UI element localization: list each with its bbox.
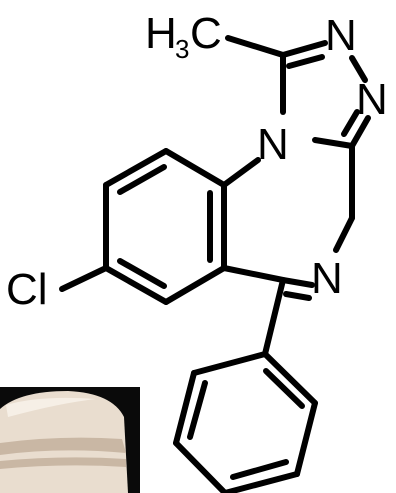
- bond-chlorine: [59, 265, 109, 292]
- bond-b5-b6-inner: [117, 164, 167, 195]
- cap-illustration: [0, 387, 140, 493]
- bond-b5-b6: [103, 148, 169, 188]
- bond-n-right-c3: [349, 115, 371, 149]
- bond-n-right-c3-double: [341, 109, 360, 137]
- bond-p2-p3: [294, 400, 318, 477]
- methyl-h-label: H: [145, 9, 177, 58]
- cap-ring: [0, 457, 126, 469]
- bond-c6-phenyl: [262, 277, 286, 357]
- bond-p1-p2: [262, 351, 318, 406]
- bond-benzo-n-bridge: [221, 157, 261, 188]
- diazepine-ring: [221, 143, 355, 301]
- cap-shadow: [0, 437, 126, 455]
- methyl-subscript-label: 3: [175, 34, 189, 64]
- bond-b3-b4: [103, 265, 169, 305]
- chlorine-label: Cl: [6, 265, 48, 314]
- bond-p3-p4-inner: [230, 459, 289, 480]
- cap-highlight: [6, 397, 96, 417]
- bond-n-imine-c6-double: [283, 291, 312, 301]
- bond-b2-b3: [163, 265, 227, 305]
- bond-p6-p1: [191, 351, 268, 376]
- bond-n-top-n-right: [349, 55, 368, 83]
- bond-p5-p6: [173, 370, 197, 446]
- nitrogen-imine-label: N: [311, 254, 343, 303]
- bond-c1-n-top: [280, 40, 328, 58]
- nitrogen-right-label: N: [356, 75, 388, 124]
- bond-p5-p6-inner: [187, 380, 208, 440]
- fused-benzene-ring: [103, 148, 227, 305]
- bond-methyl: [225, 35, 286, 58]
- bond-c1-n-top-double: [286, 54, 325, 69]
- bond-p1-p2-inner: [263, 368, 305, 409]
- nitrogen-bridge-label: N: [257, 120, 289, 169]
- bond-p4-p5: [173, 440, 228, 493]
- bond-p3-p4: [222, 471, 300, 493]
- triazole-ring: [280, 40, 371, 149]
- pill-cap-photo: [0, 387, 140, 493]
- nitrogen-top-label: N: [325, 11, 357, 60]
- bond-ch2-n-imine: [333, 215, 355, 253]
- bond-c3-n-bridge: [312, 137, 355, 149]
- phenyl-ring: [173, 351, 318, 493]
- bond-c6-benzo: [221, 265, 286, 283]
- bond-n-imine-c6: [280, 277, 315, 288]
- bond-b6-b1: [163, 148, 227, 188]
- methyl-c-label: C: [190, 9, 222, 58]
- bond-b3-b4-inner: [117, 258, 167, 289]
